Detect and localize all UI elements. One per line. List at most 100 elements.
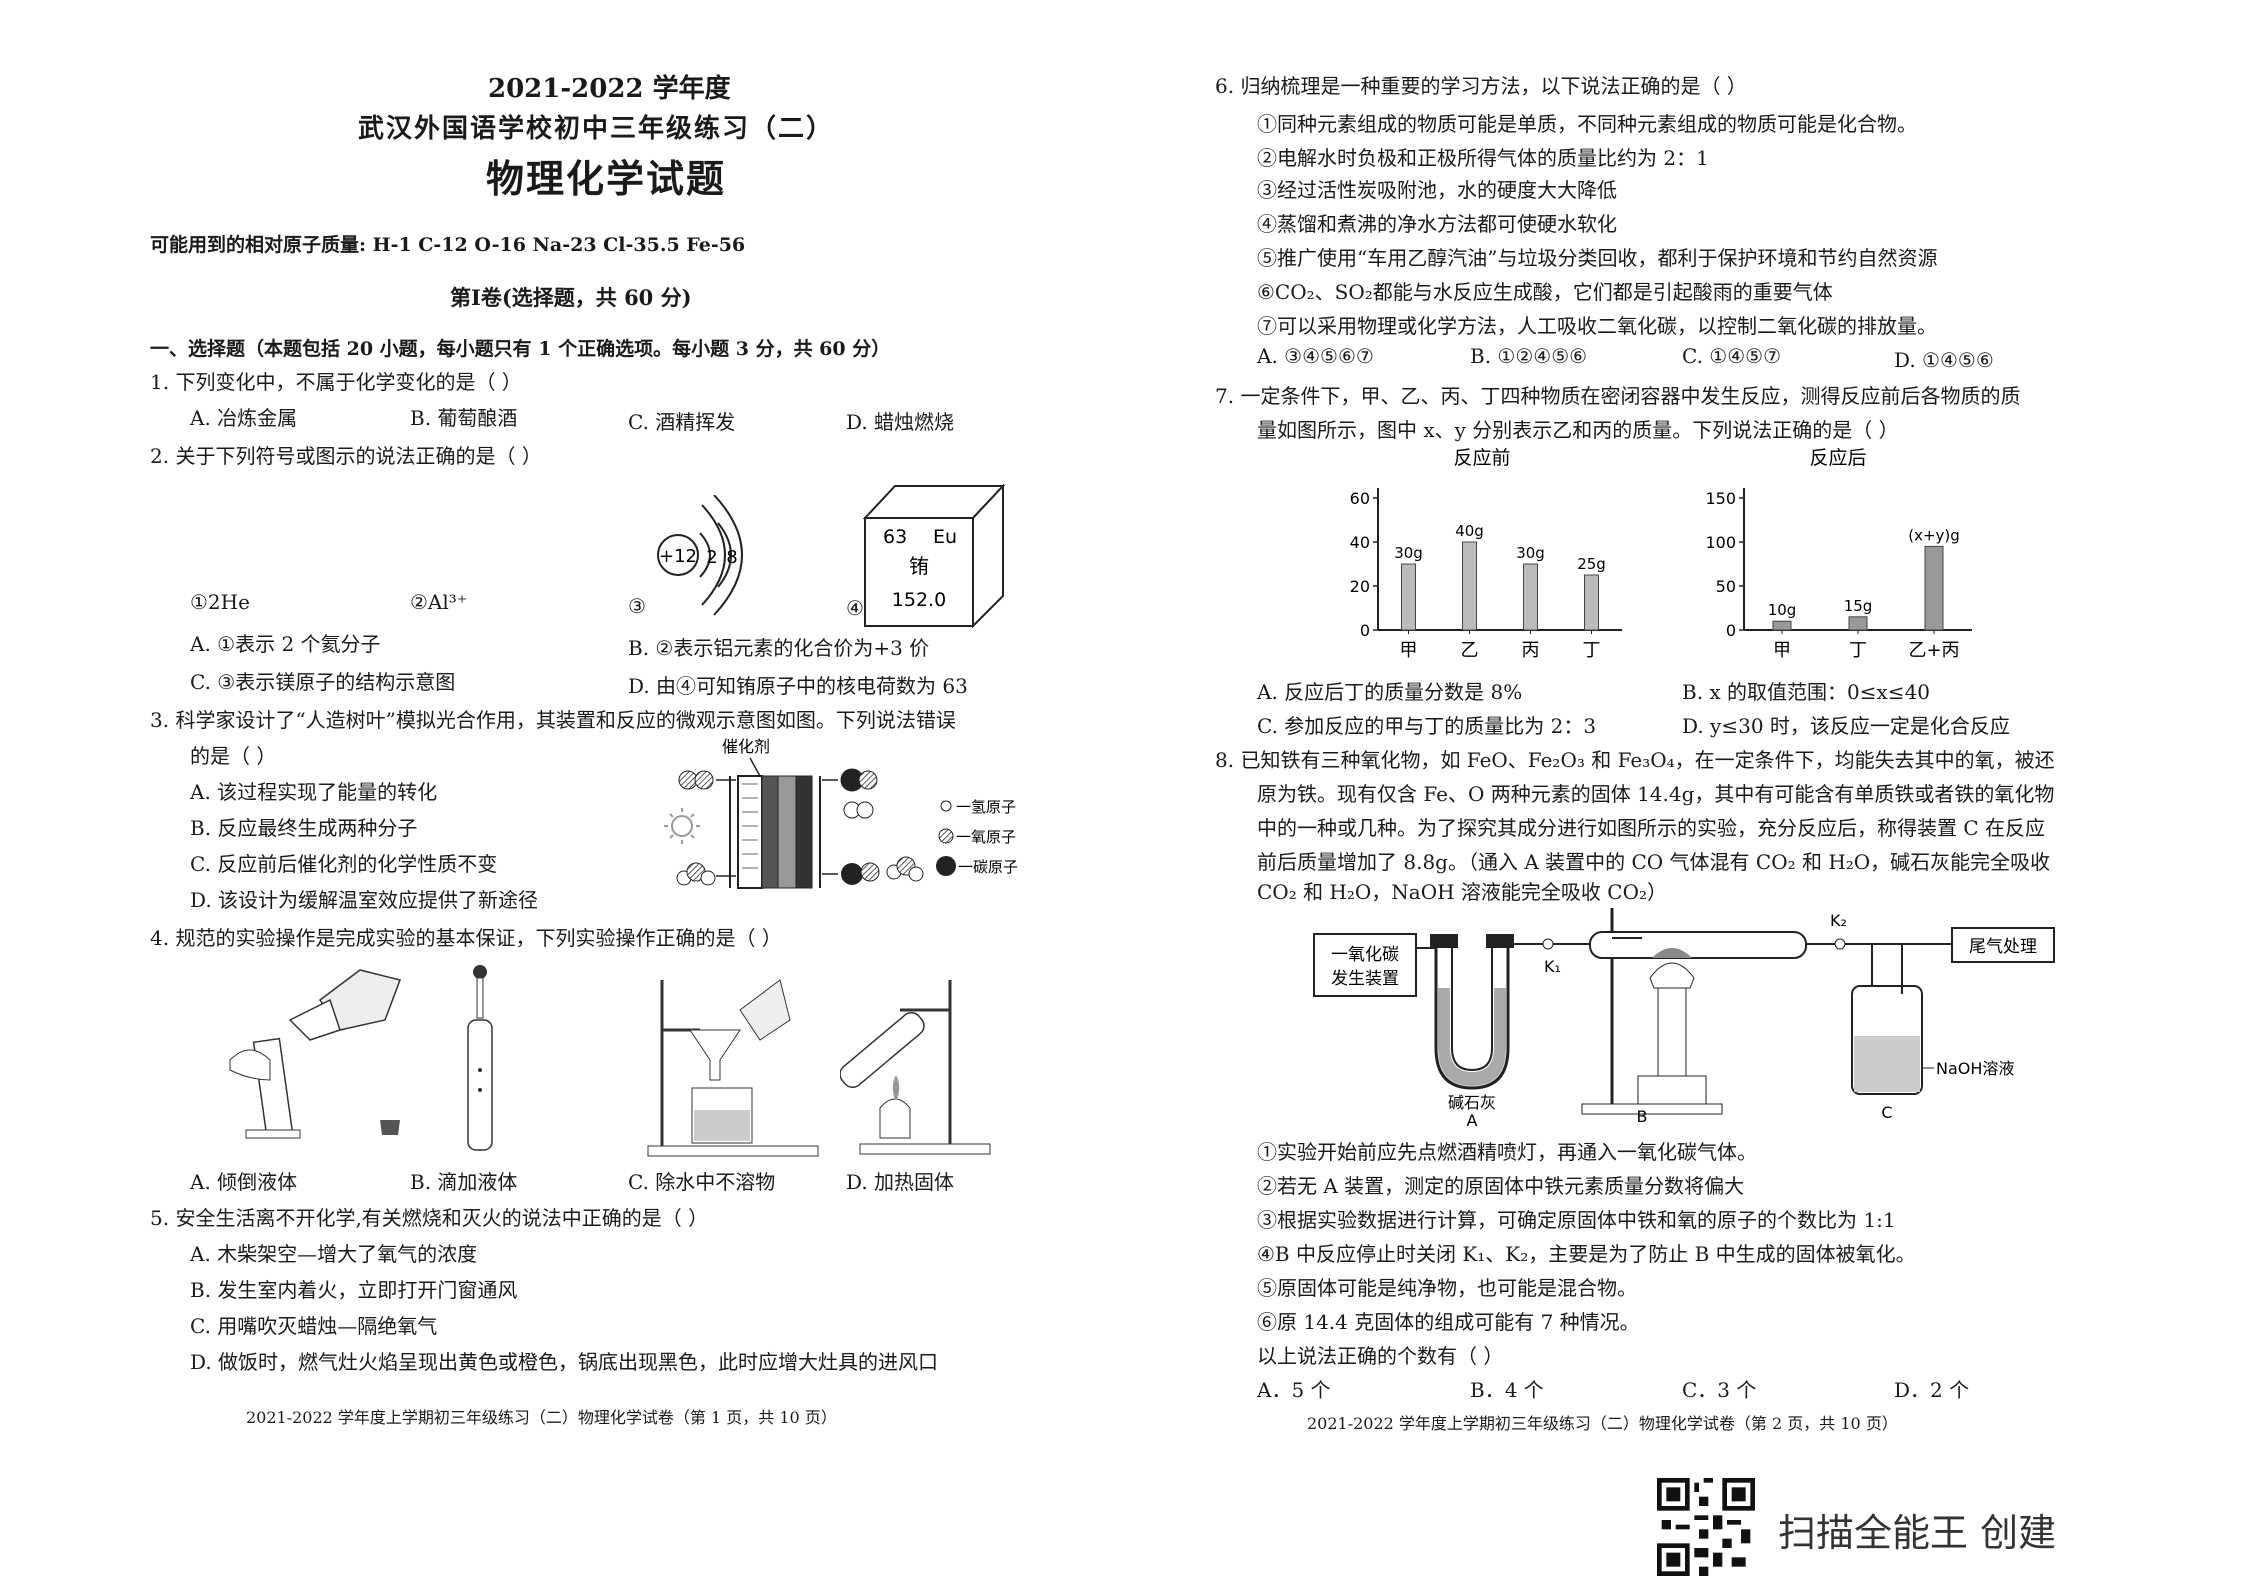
dropper-diagram: [467, 965, 493, 1151]
chart-category-label: 甲: [1400, 640, 1418, 661]
legend-carbon-icon: [936, 856, 956, 876]
chart-category-label: 乙: [1461, 640, 1479, 661]
q3-option-a: A. 该过程实现了能量的转化: [190, 780, 438, 804]
q1-stem: 1. 下列变化中，不属于化学变化的是（ ）: [150, 370, 522, 394]
chart-data-label: 25g: [1577, 555, 1606, 573]
qr-code-icon: [1657, 1478, 1755, 1576]
naoh-label: NaOH溶液: [1936, 1059, 2014, 1078]
chart-y-tick-label: 100: [1705, 533, 1736, 552]
q8-statement-6: ⑥原 14.4 克固体的组成可能有 7 种情况。: [1257, 1310, 1640, 1334]
pour-liquid-diagram: [229, 969, 401, 1139]
co-generator-label: 一氧化碳: [1331, 945, 1399, 965]
chart-data-label: 15g: [1844, 597, 1873, 615]
q2-option-c: C. ③表示镁原子的结构示意图: [190, 670, 456, 694]
q3-stem: 3. 科学家设计了“人造树叶”模拟光合作用，其装置和反应的微观示意图如图。下列说…: [150, 708, 956, 732]
atom-structure-diagram: +12 2 8: [657, 495, 743, 616]
q3-option-d: D. 该设计为缓解温室效应提供了新途径: [190, 888, 539, 912]
leaf-layer-3: [777, 775, 797, 889]
apparatus-c-label: C: [1881, 1103, 1892, 1122]
q1-option-b: B. 葡萄酿酒: [410, 406, 518, 430]
artificial-leaf-diagram: 催化剂: [664, 738, 1018, 889]
q6-statement-1: ①同种元素组成的物质可能是单质，不同种元素组成的物质可能是化合物。: [1257, 112, 1917, 136]
q8-option-a: A．5 个: [1257, 1378, 1331, 1402]
eu-mass: 152.0: [892, 589, 946, 611]
chart-category-label: 丁: [1849, 640, 1867, 661]
q7-option-d: D. y≤30 时，该反应一定是化合反应: [1682, 714, 2010, 738]
legend-hydrogen-icon: [940, 800, 952, 812]
q8-statement-2: ②若无 A 装置，测定的原固体中铁元素质量分数将偏大: [1257, 1174, 1745, 1198]
u-tube-icon: [1434, 948, 1510, 1090]
chart-data-label: 30g: [1516, 544, 1545, 562]
eu-name: 铕: [909, 554, 929, 578]
q3-option-b: B. 反应最终生成两种分子: [190, 816, 418, 840]
chart-bar: [1584, 574, 1599, 631]
q2-stem: 2. 关于下列符号或图示的说法正确的是（ ）: [150, 444, 542, 468]
chart-bar: [1772, 620, 1792, 631]
q6-option-d: D. ①④⑤⑥: [1894, 348, 1994, 372]
lime-label: 碱石灰: [1448, 1093, 1496, 1112]
chart-data-label: (x+y)g: [1908, 526, 1960, 544]
q2-symbol-1: ①2He: [190, 590, 250, 614]
q8-statement-1: ①实验开始前应先点燃酒精喷灯，再通入一氧化碳气体。: [1257, 1140, 1757, 1164]
q6-option-b: B. ①②④⑤⑥: [1470, 344, 1588, 368]
q6-statement-4: ④蒸馏和煮沸的净水方法都可使硬水软化: [1257, 212, 1617, 236]
leaf-layer-1: [737, 775, 763, 889]
chart-y-tick-label: 150: [1705, 489, 1736, 508]
atomic-mass-note: 可能用到的相对原子质量: H-1 C-12 O-16 Na-23 Cl-35.5…: [150, 234, 746, 256]
flame-icon: [1649, 962, 1695, 989]
scanner-watermark: 扫描全能王 创建: [1778, 1511, 2057, 1555]
q7-option-c: C. 参加反应的甲与丁的质量比为 2：3: [1257, 714, 1597, 738]
q6-statement-6: ⑥CO₂、SO₂都能与水反应生成酸，它们都是引起酸雨的重要气体: [1257, 280, 1833, 304]
chart-bar: [1462, 541, 1477, 631]
q1-option-c: C. 酒精挥发: [628, 410, 736, 434]
co-generator-label-2: 发生装置: [1331, 969, 1399, 989]
chart-category-label: 甲: [1773, 640, 1791, 661]
atom-nucleus-label: +12: [659, 546, 697, 567]
tail-gas-label: 尾气处理: [1969, 937, 2037, 957]
legend-hydrogen-label: 一氢原子: [956, 798, 1016, 816]
q8-statement-4: ④B 中反应停止时关闭 K₁、K₂，主要是为了防止 B 中生成的固体被氧化。: [1257, 1242, 1916, 1266]
filtration-diagram: [647, 979, 819, 1157]
legend-oxygen-label: 一氧原子: [956, 828, 1016, 846]
tail-gas-box: [1951, 927, 2055, 963]
q5-option-b: B. 发生室内着火，立即打开门窗通风: [190, 1278, 518, 1302]
q2-symbol-4: ④: [846, 596, 864, 620]
q8-line-5: CO₂ 和 H₂O，NaOH 溶液能完全吸收 CO₂）: [1257, 880, 1667, 904]
apparatus-diagram: 一氧化碳 发生装置 K₁ K₂ 尾气处理 NaOH溶液 碱石灰 A B C: [1313, 908, 2055, 1128]
q4-option-d: D. 加热固体: [846, 1170, 955, 1194]
valve-k2-label: K₂: [1830, 911, 1847, 930]
section-title: 第Ⅰ卷(选择题，共 60 分): [450, 285, 692, 310]
q7-stem: 7. 一定条件下，甲、乙、丙、丁四种物质在密闭容器中发生反应，测得反应前后各物质…: [1215, 384, 2021, 408]
q2-symbol-3: ③: [628, 594, 646, 618]
q5-stem: 5. 安全生活离不开化学,有关燃烧和灭火的说法中正确的是（ ）: [150, 1206, 709, 1230]
q8-line-4: 前后质量增加了 8.8g。（通入 A 装置中的 CO 气体混有 CO₂ 和 H₂…: [1257, 850, 2051, 874]
q8-option-c: C．3 个: [1682, 1378, 1757, 1402]
footer-page-1: 2021-2022 学年度上学期初三年级练习（二）物理化学试卷（第 1 页，共 …: [246, 1408, 837, 1427]
q8-line-1: 8. 已知铁有三种氧化物，如 FeO、Fe₂O₃ 和 Fe₃O₄，在一定条件下，…: [1215, 748, 2055, 772]
q6-option-c: C. ①④⑤⑦: [1682, 344, 1782, 368]
q6-statement-7: ⑦可以采用物理或化学方法，人工吸收二氧化碳，以控制二氧化碳的排放量。: [1257, 314, 1937, 338]
q8-option-b: B．4 个: [1470, 1378, 1544, 1402]
chart-y-tick-label: 20: [1350, 577, 1370, 596]
q4-option-c: C. 除水中不溶物: [628, 1170, 776, 1194]
footer-page-2: 2021-2022 学年度上学期初三年级练习（二）物理化学试卷（第 2 页，共 …: [1307, 1414, 1898, 1433]
element-cube-diagram: 63 Eu 铕 152.0: [862, 483, 1006, 628]
q8-line-2: 原为铁。现有仅含 Fe、O 两种元素的固体 14.4g，其中有可能含有单质铁或者…: [1257, 782, 2055, 806]
q6-statement-2: ②电解水时负极和正极所得气体的质量比约为 2：1: [1257, 146, 1709, 170]
eu-symbol: Eu: [933, 526, 957, 548]
chart-bar: [1523, 563, 1538, 631]
section-instructions: 一、选择题（本题包括 20 小题，每小题只有 1 个正确选项。每小题 3 分，共…: [150, 338, 891, 360]
chart-bar: [1848, 616, 1868, 631]
atom-shell2-label: 8: [726, 547, 737, 568]
q1-option-a: A. 冶炼金属: [190, 406, 298, 430]
q4-stem: 4. 规范的实验操作是完成实验的基本保证，下列实验操作正确的是（ ）: [150, 926, 782, 950]
q6-statement-3: ③经过活性炭吸附池，水的硬度大大降低: [1257, 178, 1617, 202]
chart-y-tick-label: 40: [1350, 533, 1370, 552]
exam-subject: 物理化学试题: [486, 156, 727, 201]
chart-data-label: 40g: [1455, 522, 1484, 540]
chart-before-title: 反应前: [1453, 448, 1510, 469]
combustion-tube: [1589, 931, 1807, 959]
chart-bar: [1924, 545, 1944, 631]
chart-category-label: 丙: [1522, 640, 1540, 661]
eu-atomic-number: 63: [883, 526, 907, 548]
